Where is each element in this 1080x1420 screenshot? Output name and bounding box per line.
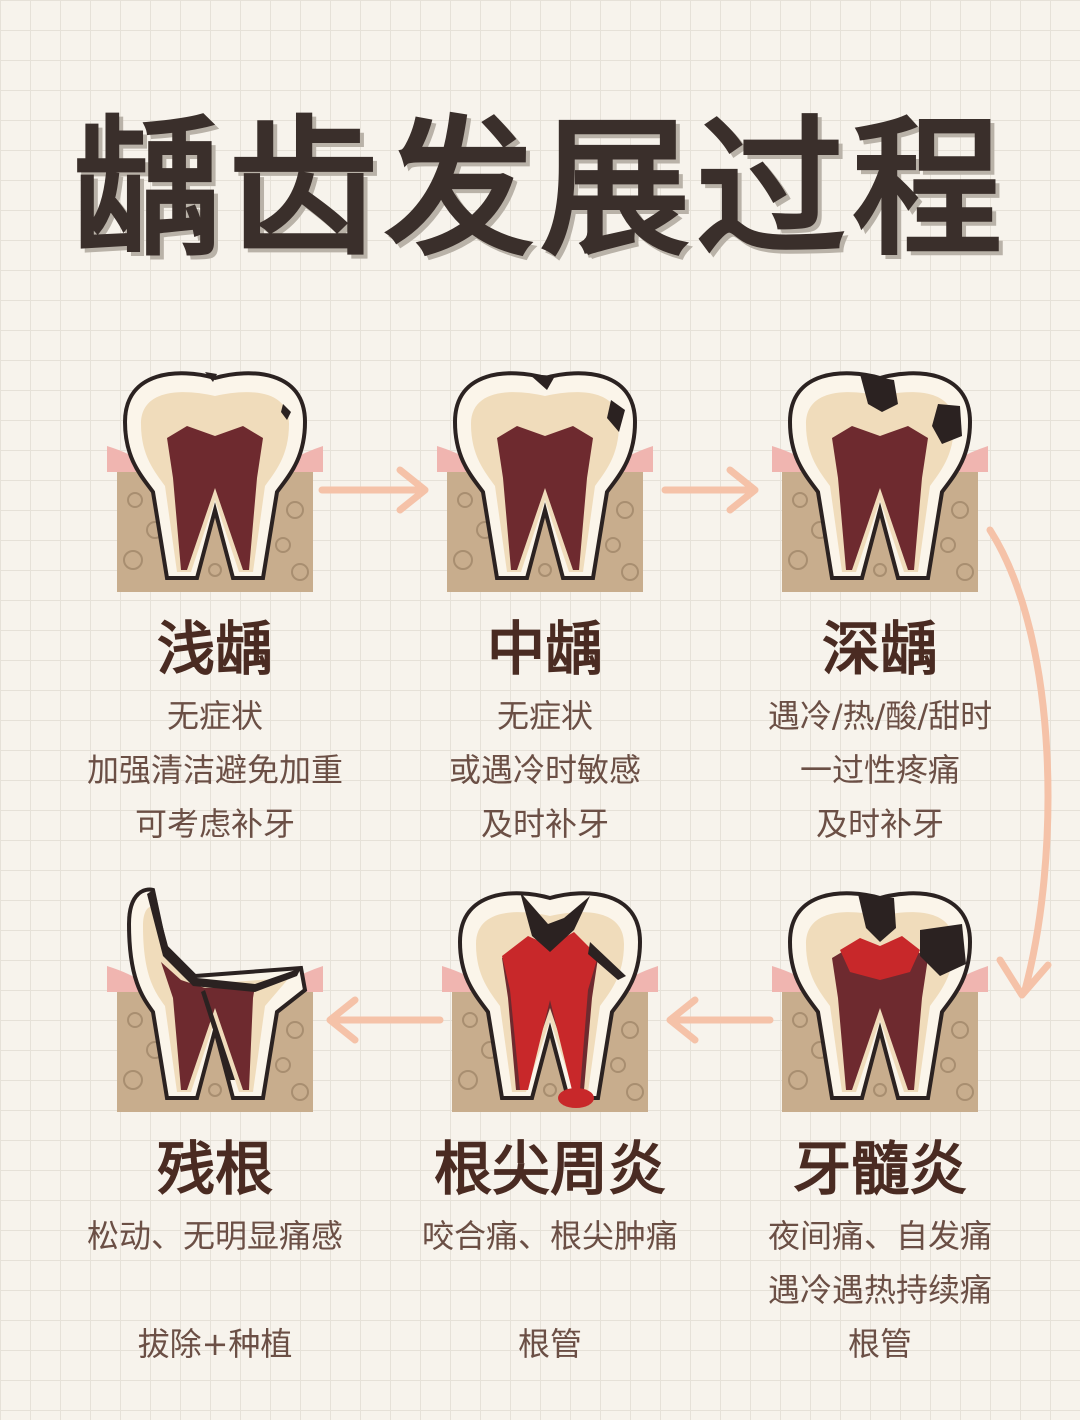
stage-desc-line-3: 可考虑补牙 <box>134 805 295 843</box>
stage-name: 浅龋 <box>156 615 273 683</box>
tooth-pulpitis-icon <box>772 891 988 1112</box>
stage-desc-line-3: 及时补牙 <box>480 805 609 843</box>
stage-name: 残根 <box>156 1135 273 1203</box>
stage-desc-line-3: 根管 <box>847 1325 912 1363</box>
stage-desc-line-1: 无症状 <box>496 697 593 735</box>
stage-desc-line-2: 或遇冷时敏感 <box>448 751 641 789</box>
tooth-moderate-caries-icon <box>437 371 653 592</box>
stage-desc-line-2: 一过性疼痛 <box>799 751 960 789</box>
stage-shallow-caries: 浅龋 无症状 加强清洁避免加重 可考虑补牙 <box>45 360 385 851</box>
stage-desc-line-3: 及时补牙 <box>815 805 944 843</box>
stage-desc-line-1: 无症状 <box>166 697 263 735</box>
stage-desc-line-2 <box>45 1263 385 1317</box>
tooth-shallow-caries-icon <box>107 371 323 592</box>
tooth-deep-caries-icon <box>772 371 988 592</box>
stage-name: 牙髓炎 <box>792 1135 967 1203</box>
stage-desc-line-2 <box>380 1263 720 1317</box>
stage-name: 根尖周炎 <box>433 1135 666 1203</box>
arrow-4-to-5 <box>666 996 774 1044</box>
stage-periapical-periodontitis: 根尖周炎 咬合痛、根尖肿痛 根管 <box>380 880 720 1371</box>
tooth-residual-root-icon <box>107 887 323 1112</box>
stage-desc-line-2: 遇冷遇热持续痛 <box>767 1271 992 1309</box>
stage-desc-line-3: 根管 <box>517 1325 582 1363</box>
page-title: 龋齿发展过程 <box>71 103 1008 277</box>
stage-desc-line-3: 拔除+种植 <box>137 1325 293 1363</box>
stage-name: 深龋 <box>821 615 938 683</box>
stage-desc-line-1: 夜间痛、自发痛 <box>767 1217 992 1255</box>
stage-name: 中龋 <box>486 615 603 683</box>
stage-desc-line-1: 松动、无明显痛感 <box>86 1217 343 1255</box>
tooth-periapical-periodontitis-icon <box>442 891 658 1112</box>
stage-desc-line-2: 加强清洁避免加重 <box>86 751 343 789</box>
arrow-1-to-2 <box>318 466 429 514</box>
arrow-3-to-4 <box>986 526 1052 999</box>
stage-desc-line-1: 遇冷/热/酸/甜时 <box>767 697 993 735</box>
stage-desc-line-1: 咬合痛、根尖肿痛 <box>421 1217 678 1255</box>
stage-residual-root: 残根 松动、无明显痛感 拔除+种植 <box>45 880 385 1371</box>
stage-moderate-caries: 中龋 无症状 或遇冷时敏感 及时补牙 <box>375 360 715 851</box>
arrow-2-to-3 <box>661 466 759 514</box>
stage-pulpitis: 牙髓炎 夜间痛、自发痛 遇冷遇热持续痛 根管 <box>710 880 1050 1371</box>
arrow-5-to-6 <box>326 996 444 1044</box>
stage-deep-caries: 深龋 遇冷/热/酸/甜时 一过性疼痛 及时补牙 <box>710 360 1050 851</box>
